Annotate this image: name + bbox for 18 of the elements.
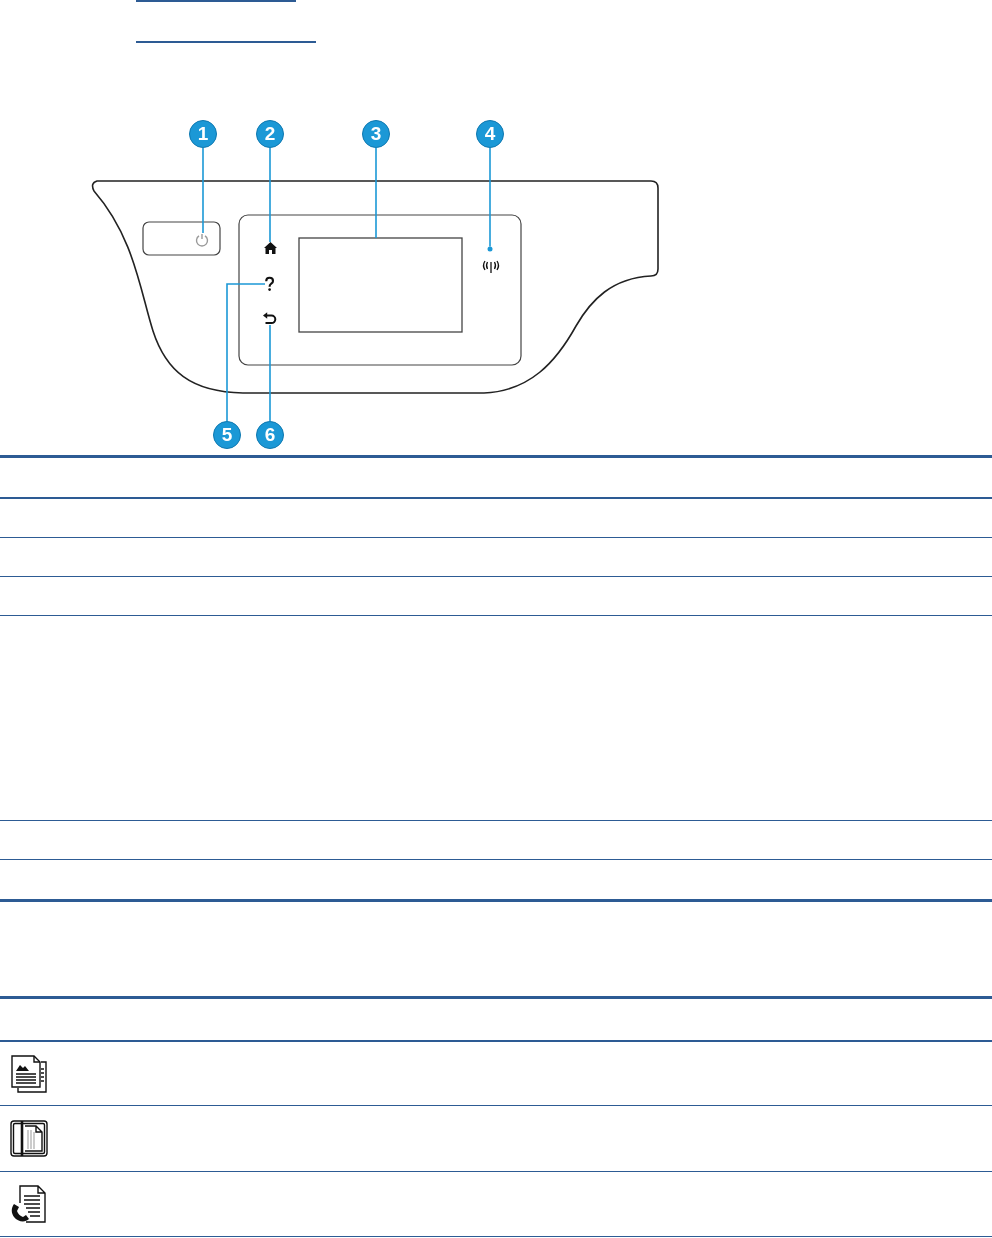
callout-number: 3 [362, 120, 390, 148]
callout-number: 2 [256, 120, 284, 148]
display-screen [298, 237, 463, 333]
back-icon [263, 312, 277, 325]
callout-number: 1 [189, 120, 217, 148]
power-icon [195, 233, 209, 247]
home-icon [264, 242, 277, 254]
help-icon [265, 276, 275, 291]
leader-line [375, 147, 377, 239]
leader-line [269, 324, 271, 422]
callout-number: 4 [476, 120, 504, 148]
leader-line [489, 147, 491, 248]
status-light [487, 246, 493, 252]
callout-number: 6 [256, 421, 284, 449]
leader-line [226, 283, 266, 422]
leader-line [202, 147, 204, 234]
leader-line [269, 147, 271, 243]
callout-number: 5 [213, 421, 241, 449]
